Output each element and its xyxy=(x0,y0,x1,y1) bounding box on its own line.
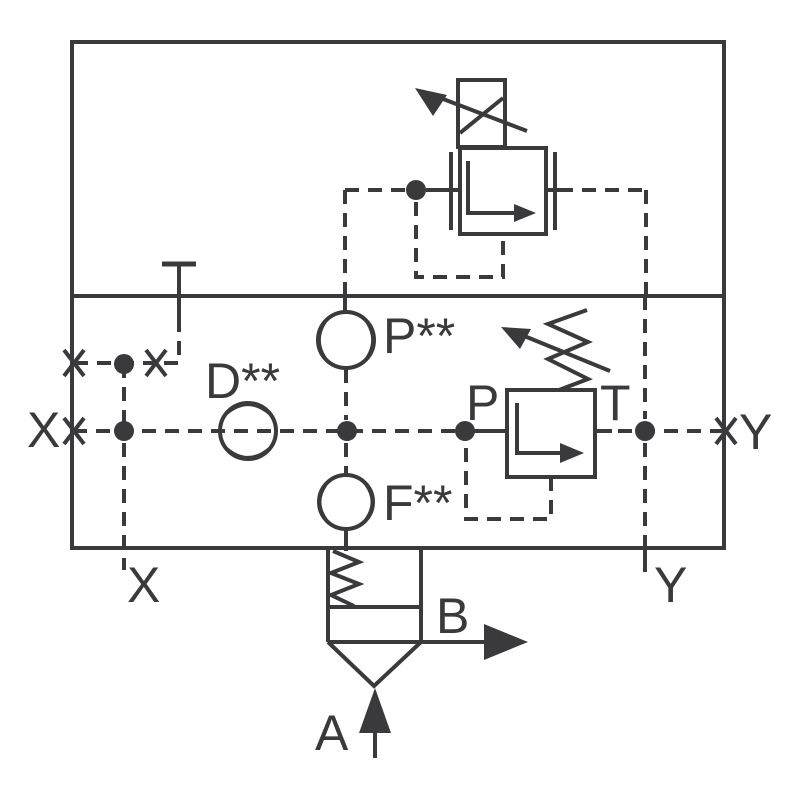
orifice-arc xyxy=(225,402,271,415)
adjustment-arrow-icon xyxy=(415,88,447,116)
adjustment-arrow-icon xyxy=(501,327,531,349)
plugged-port-icon xyxy=(714,416,738,446)
junction-dot xyxy=(635,421,655,441)
b-port-arrow-icon xyxy=(484,624,528,660)
pilot-relief-valve xyxy=(464,308,612,521)
orifice-arc xyxy=(316,320,327,360)
orifice-f xyxy=(317,443,375,551)
drain-loop xyxy=(464,443,553,521)
orifice-arc xyxy=(365,483,375,521)
housing-outline xyxy=(70,40,726,550)
plugged-port-icon xyxy=(144,348,168,378)
drain-loop xyxy=(414,202,505,279)
orifice-arc xyxy=(317,483,327,521)
orifice-f-label: F** xyxy=(383,475,452,531)
spring-icon xyxy=(542,308,593,392)
pilot-valve-body xyxy=(458,146,548,236)
port-b-label: B xyxy=(436,588,469,644)
spring-icon xyxy=(325,549,365,608)
port-x-side-label: X xyxy=(27,402,60,458)
flow-path xyxy=(515,403,560,455)
orifice-icon xyxy=(316,310,376,370)
flow-path xyxy=(466,161,518,215)
poppet-cone-icon xyxy=(326,640,423,689)
orifice-p xyxy=(316,290,376,420)
relief-t-label: T xyxy=(600,375,631,431)
junction-dot xyxy=(337,421,357,441)
pilot-circuit xyxy=(62,261,738,572)
relief-p-label: P xyxy=(466,375,499,431)
port-x-bottom-label: X xyxy=(127,557,160,613)
orifice-p-label: P** xyxy=(383,308,455,364)
flow-arrow-icon xyxy=(560,443,584,463)
orifice-d-label: D** xyxy=(205,353,280,409)
port-y-side-label: Y xyxy=(739,404,772,460)
a-port-arrow-icon xyxy=(359,688,391,733)
adjustment-arrow-shaft xyxy=(429,92,528,133)
relief-valve-body xyxy=(505,388,597,479)
plugged-port-icon xyxy=(62,416,86,446)
plugged-port-icon xyxy=(62,348,86,378)
junction-dot xyxy=(455,421,475,441)
proportional-pilot-relief-valve xyxy=(343,78,648,294)
port-a-label: A xyxy=(315,705,349,761)
flow-arrow-icon xyxy=(514,204,536,222)
orifice-arc xyxy=(365,320,376,360)
vent-line-dashed xyxy=(164,318,181,365)
orifice-icon xyxy=(317,473,375,531)
port-y-bottom-label: Y xyxy=(654,557,687,613)
junction-dot xyxy=(114,421,134,441)
junction-dot xyxy=(406,180,426,200)
cartridge-valve xyxy=(325,549,528,758)
orifice-d xyxy=(218,401,278,461)
orifice-arc xyxy=(225,447,271,460)
adjustment-arrow-shaft xyxy=(511,329,611,373)
